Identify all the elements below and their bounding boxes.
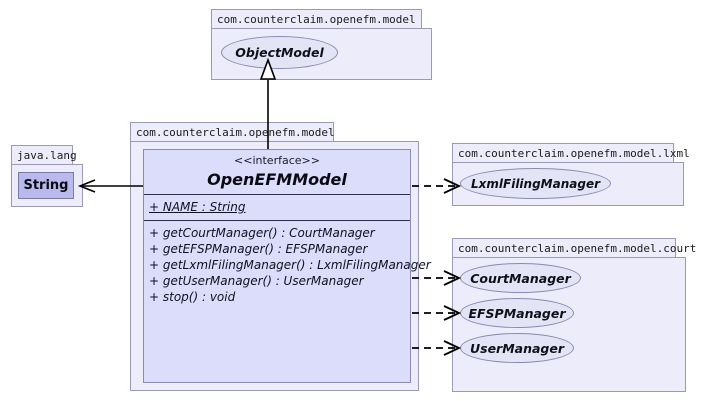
class-operation-row: + getEFSPManager() : EFSPManager [149, 242, 368, 256]
class-stereotype: <<interface>> [234, 154, 320, 167]
class-attribute-row: + NAME : String [149, 200, 246, 214]
node-efspmanager-label: EFSPManager [468, 305, 566, 321]
node-objectmodel[interactable]: ObjectModel [221, 36, 338, 69]
class-operation-row: + getLxmlFilingManager() : LxmlFilingMan… [149, 258, 431, 272]
package-model-court-label: com.counterclaim.openefm.model.court [452, 238, 696, 257]
package-java-lang-label: java.lang [11, 145, 77, 164]
package-model-lxml-label: com.counterclaim.openefm.model.lxml [452, 143, 690, 162]
node-string-label: String [23, 178, 69, 193]
class-openefmmodel[interactable]: <<interface>> OpenEFMModel + NAME : Stri… [143, 149, 431, 383]
node-courtmanager-label: CourtManager [470, 270, 571, 286]
class-operation-row: + stop() : void [149, 290, 236, 304]
node-lxmlfilingmanager-label: LxmlFilingManager [471, 176, 600, 191]
node-courtmanager[interactable]: CourtManager [460, 263, 581, 293]
class-openefmmodel-header: <<interface>> OpenEFMModel [144, 150, 410, 195]
node-string[interactable]: String [18, 172, 74, 199]
class-operation-row: + getUserManager() : UserManager [149, 274, 364, 288]
class-attributes-section: + NAME : String [144, 195, 410, 221]
node-usermanager-label: UserManager [469, 340, 565, 356]
node-lxmlfilingmanager[interactable]: LxmlFilingManager [460, 168, 611, 199]
class-title: OpenEFMModel [207, 170, 347, 189]
node-objectmodel-label: ObjectModel [235, 45, 324, 60]
node-usermanager[interactable]: UserManager [460, 333, 574, 363]
package-model-main-label: com.counterclaim.openefm.model [130, 122, 335, 141]
node-efspmanager[interactable]: EFSPManager [460, 298, 574, 328]
class-operation-row: + getCourtManager() : CourtManager [149, 226, 375, 240]
class-operations-section: + getCourtManager() : CourtManager + get… [144, 221, 431, 310]
package-model-top-label: com.counterclaim.openefm.model [211, 9, 422, 28]
